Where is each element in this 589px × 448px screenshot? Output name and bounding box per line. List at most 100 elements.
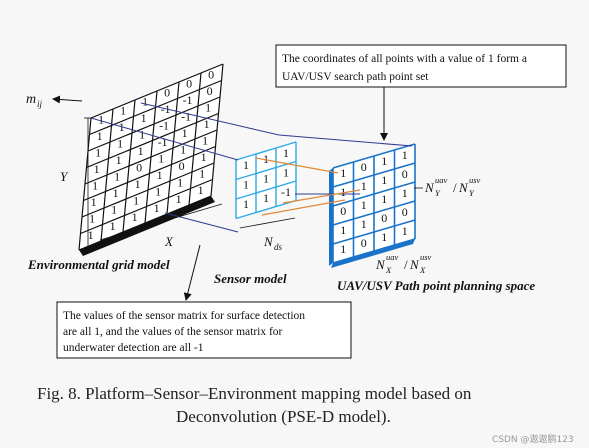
env-grid-cell: 0 xyxy=(136,161,142,175)
env-grid-col-line xyxy=(122,99,136,233)
env-grid-cell: 1 xyxy=(198,183,204,197)
env-grid-cell: 1 xyxy=(117,137,123,151)
sensor-grid-row-line xyxy=(235,199,297,220)
env-grid-cell: 1 xyxy=(142,95,148,109)
ny-n1: N xyxy=(424,180,435,195)
env-grid-cell: 1 xyxy=(89,212,95,226)
env-grid-cell: -1 xyxy=(183,93,193,107)
ny-sub1: Y xyxy=(435,188,441,198)
env-grid-cell: 1 xyxy=(205,101,211,115)
path-grid-cell: 1 xyxy=(361,179,367,193)
sensor-grid-background xyxy=(236,142,296,219)
y-dimension: Y xyxy=(60,117,92,251)
path-grid-cell: 1 xyxy=(361,198,367,212)
env-grid-cell: 1 xyxy=(88,228,94,242)
nx-sub2: X xyxy=(419,265,426,275)
env-grid-cell: -1 xyxy=(161,102,171,116)
path-grid-cell: 1 xyxy=(381,154,387,168)
path-grid-cell: 1 xyxy=(381,192,387,206)
nx-sup1: uav xyxy=(386,252,399,262)
env-grid-cell: 0 xyxy=(207,84,213,98)
env-grid-col-line xyxy=(210,63,224,197)
ny-sub2: Y xyxy=(469,188,475,198)
sensor-grid-cell: 1 xyxy=(243,178,249,192)
nx-label: N uav X / N usv X xyxy=(375,252,432,275)
path-grid-cell: 0 xyxy=(361,160,367,174)
env-grid-cell: 1 xyxy=(98,113,104,127)
env-grid-cell: 0 xyxy=(186,77,192,91)
env-grid-cell: 1 xyxy=(141,111,147,125)
env-grid-cell: 1 xyxy=(176,192,182,206)
ny-label: N uav Y / N usv Y xyxy=(414,175,481,198)
nx-n1: N xyxy=(375,257,386,272)
navy-projection-line-1 xyxy=(140,102,280,136)
env-grid-cell: 1 xyxy=(182,126,188,140)
m-ij-label: m ij xyxy=(26,92,83,109)
bottom-callout-line-2: are all 1, and the values of the sensor … xyxy=(63,326,283,338)
m-ij-base: m xyxy=(26,92,36,107)
sensor-grid-row-line xyxy=(235,141,297,161)
sensor-grid-row-line xyxy=(235,180,297,200)
sensor-grid-cell: 1 xyxy=(263,191,269,205)
path-grid-cell: 1 xyxy=(361,217,367,231)
env-grid-cell: 1 xyxy=(154,201,160,215)
bottom-callout-arrow xyxy=(183,244,201,301)
path-grid-cell: 0 xyxy=(340,204,346,218)
ny-n2: N xyxy=(458,180,469,195)
sensor-grid-cell: -1 xyxy=(281,185,291,199)
env-grid-cell: 1 xyxy=(116,153,122,167)
path-grid-cell: 0 xyxy=(361,236,367,250)
env-grid-cell: -1 xyxy=(159,119,169,133)
nds-sub: ds xyxy=(274,242,283,252)
env-grid-col-line xyxy=(100,108,114,242)
sensor-grid-cell: 1 xyxy=(243,158,249,172)
env-grid-cell: 1 xyxy=(133,194,139,208)
env-grid-cell: 0 xyxy=(208,68,214,82)
bottom-callout-line-3: underwater detection are all -1 xyxy=(63,342,204,354)
sensor-grid-cell: 1 xyxy=(263,172,269,186)
sensor-grid-row-line xyxy=(235,160,297,181)
path-grid-cell: 0 xyxy=(381,211,387,225)
nx-sup2: usv xyxy=(420,252,432,262)
ny-sup2: usv xyxy=(469,175,481,185)
env-grid-col-line xyxy=(144,90,158,224)
sensor-grid-cell: 1 xyxy=(283,146,289,160)
sensor-grid-cell: 1 xyxy=(243,197,249,211)
caption-line-1: Fig. 8. Platform–Sensor–Environment mapp… xyxy=(37,384,472,403)
env-grid-cell: 1 xyxy=(132,210,138,224)
ny-sup1: uav xyxy=(435,175,448,185)
environmental-grid-title: Environmental grid model xyxy=(27,257,170,272)
orange-projection-line-2 xyxy=(261,199,346,216)
env-grid-cell: 0 xyxy=(179,159,185,173)
env-grid-cell: 1 xyxy=(180,143,186,157)
env-grid-cell: 1 xyxy=(157,168,163,182)
env-grid-cell: 1 xyxy=(155,185,161,199)
path-grid-cell: 0 xyxy=(402,205,408,219)
env-grid-cell: 0 xyxy=(164,86,170,100)
env-grid-cell: 1 xyxy=(201,150,207,164)
path-grid-cell: 1 xyxy=(340,185,346,199)
navy-projection-line-4 xyxy=(278,134,413,147)
orange-projection-line-3 xyxy=(282,189,361,204)
env-grid-cell: 1 xyxy=(177,176,183,190)
x-dimension: X xyxy=(99,203,223,249)
nx-sub1: X xyxy=(385,265,392,275)
nds-dimension-line xyxy=(239,217,296,229)
env-grid-cell: 1 xyxy=(94,162,100,176)
path-grid-cell: 1 xyxy=(340,242,346,256)
env-grid-cell: 1 xyxy=(204,117,210,131)
env-grid-cell: 1 xyxy=(97,129,103,143)
env-grid-cell: 1 xyxy=(199,167,205,181)
x-label: X xyxy=(164,234,174,249)
sensor-grid-cell: 1 xyxy=(283,166,289,180)
path-grid-cell: 1 xyxy=(402,224,408,238)
path-grid-cell: 1 xyxy=(381,173,387,187)
path-grid-cell: 1 xyxy=(340,166,346,180)
nds-base: N xyxy=(263,234,274,249)
path-grid-cell: 1 xyxy=(340,223,346,237)
env-grid-col-line xyxy=(166,81,180,215)
path-grid-cell: 1 xyxy=(402,186,408,200)
environmental-grid: 111000111-1-10111-1-11111-11111011111110… xyxy=(78,63,224,256)
